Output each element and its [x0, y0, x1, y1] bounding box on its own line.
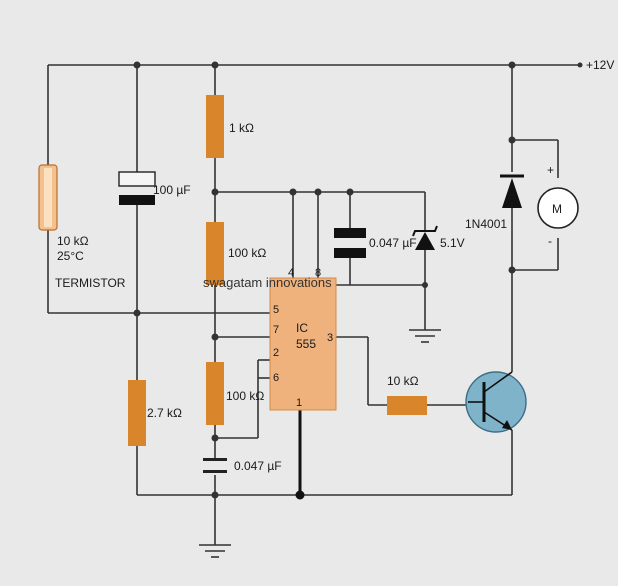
- wires: [47, 64, 580, 545]
- supply-terminal: +12V: [577, 58, 614, 72]
- ic-label-line2: 555: [296, 337, 316, 351]
- ic-pin-7: 7: [273, 324, 279, 336]
- ic-pin-1: 1: [296, 397, 302, 409]
- resistor-2k7: 2.7 kΩ: [128, 380, 182, 446]
- resistor-10k-base-label: 10 kΩ: [387, 374, 419, 388]
- zener-diode: 5.1V: [412, 225, 465, 250]
- capacitor-control: 0.047 µF: [334, 228, 417, 258]
- capacitor-control-label: 0.047 µF: [369, 236, 417, 250]
- supply-label: +12V: [586, 58, 614, 72]
- motor-minus: -: [548, 234, 552, 248]
- motor-letter: M: [552, 202, 562, 216]
- diode-1n4001: 1N4001: [465, 174, 524, 231]
- resistor-100k-top-label: 100 kΩ: [228, 246, 266, 260]
- thermistor: 10 kΩ 25°C TERMISTOR: [38, 164, 126, 290]
- ic-pin-4: 4: [288, 267, 294, 279]
- thermistor-value: 10 kΩ: [57, 234, 89, 248]
- capacitor-timing-label: 0.047 µF: [234, 459, 282, 473]
- ic-pin-6: 6: [273, 372, 279, 384]
- resistor-100k-top: 100 kΩ: [206, 222, 266, 285]
- zener-label: 5.1V: [440, 236, 465, 250]
- ground-symbol-right: [409, 329, 441, 343]
- ic-555: IC 555 4 8 5 7 2 6 3 1: [269, 267, 337, 411]
- thermistor-name: TERMISTOR: [55, 276, 126, 290]
- resistor-100k-bottom: 100 kΩ: [206, 362, 264, 425]
- resistor-1k-label: 1 kΩ: [229, 121, 254, 135]
- capacitor-timing: 0.047 µF: [203, 458, 282, 473]
- ic-label-line1: IC: [296, 321, 308, 335]
- resistor-10k-base: 10 kΩ: [387, 374, 427, 415]
- ic-pin-5: 5: [273, 304, 279, 316]
- resistor-1k: 1 kΩ: [206, 95, 254, 158]
- thermistor-temp: 25°C: [57, 249, 84, 263]
- resistor-2k7-label: 2.7 kΩ: [147, 406, 182, 420]
- motor-plus: +: [547, 163, 554, 177]
- ground-symbol-bottom: [199, 544, 231, 558]
- ic-pin-8: 8: [315, 267, 321, 279]
- ic-pin-2: 2: [273, 347, 279, 359]
- ic-pin-3: 3: [327, 332, 333, 344]
- watermark-text: swagatam innovations: [203, 275, 332, 290]
- diode-label: 1N4001: [465, 217, 507, 231]
- junction-dots: [133, 61, 516, 500]
- capacitor-100uf-label: 100 µF: [153, 183, 191, 197]
- resistor-100k-bottom-label: 100 kΩ: [226, 389, 264, 403]
- transistor-npn: [465, 371, 527, 433]
- motor: M + -: [537, 163, 579, 248]
- capacitor-100uf: 100 µF: [118, 171, 191, 205]
